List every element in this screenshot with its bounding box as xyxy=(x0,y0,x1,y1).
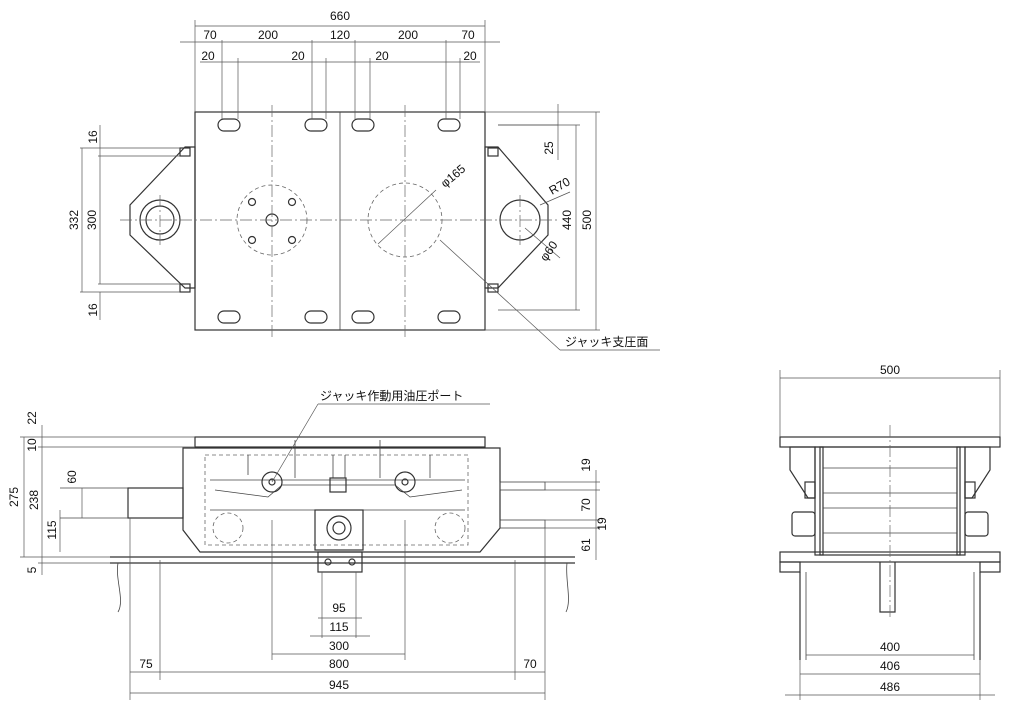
dim-400: 400 xyxy=(880,640,900,654)
dim-20-b: 20 xyxy=(291,49,305,63)
dim-275: 275 xyxy=(7,487,21,507)
dim-60: 60 xyxy=(65,470,79,484)
dim-300-front: 300 xyxy=(329,639,349,653)
dim-945: 945 xyxy=(329,678,349,692)
dim-800: 800 xyxy=(329,657,349,671)
dim-61: 61 xyxy=(579,538,593,552)
dim-486: 486 xyxy=(880,680,900,694)
dim-22: 22 xyxy=(25,411,39,425)
dim-200-right: 200 xyxy=(398,28,418,42)
dim-120: 120 xyxy=(330,28,350,42)
label-r70: R70 xyxy=(547,174,573,197)
side-view: 500 400 406 486 xyxy=(779,363,1001,700)
label-phi60: φ60 xyxy=(537,238,561,264)
dim-332: 332 xyxy=(67,210,81,230)
dim-500-side: 500 xyxy=(880,363,900,377)
dim-19-top: 19 xyxy=(579,458,593,472)
dim-16-bottom: 16 xyxy=(86,303,100,317)
label-phi165: φ165 xyxy=(438,161,469,190)
dim-19-bottom: 19 xyxy=(595,517,609,531)
dim-5: 5 xyxy=(25,566,39,573)
callout-jack-oil-port: ジャッキ作動用油圧ポート xyxy=(320,389,463,403)
dim-75: 75 xyxy=(139,657,153,671)
dim-16-top: 16 xyxy=(86,130,100,144)
dim-70-left: 70 xyxy=(203,28,217,42)
dim-25: 25 xyxy=(542,141,556,155)
dim-95: 95 xyxy=(332,601,346,615)
dim-20-d: 20 xyxy=(463,49,477,63)
dim-20-a: 20 xyxy=(201,49,215,63)
dim-70-bottom: 70 xyxy=(523,657,537,671)
dim-440: 440 xyxy=(560,210,574,230)
dim-406: 406 xyxy=(880,659,900,673)
dim-200-left: 200 xyxy=(258,28,278,42)
dim-10: 10 xyxy=(25,438,39,452)
dim-238: 238 xyxy=(27,490,41,510)
dim-300: 300 xyxy=(85,210,99,230)
dim-20-c: 20 xyxy=(375,49,389,63)
dim-70-right: 70 xyxy=(461,28,475,42)
dim-115-bottom: 115 xyxy=(329,620,348,634)
front-view: 22 10 275 60 238 115 5 19 70 19 61 95 11… xyxy=(7,389,609,700)
dim-115-left: 115 xyxy=(45,520,59,539)
dim-660: 660 xyxy=(330,9,350,23)
dim-70-front: 70 xyxy=(579,498,593,512)
top-view: 660 70 200 120 200 70 20 20 20 20 16 332… xyxy=(67,9,660,351)
callout-jack-support-face: ジャッキ支圧面 xyxy=(565,335,648,349)
dim-500: 500 xyxy=(580,210,594,230)
